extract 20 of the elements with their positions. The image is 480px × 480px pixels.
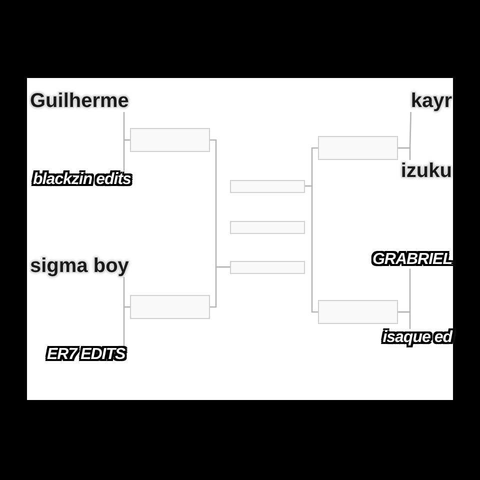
bracket-slot [318, 300, 398, 324]
player-name: GRABRIEL [372, 251, 452, 269]
bracket-slot [230, 221, 305, 234]
bracket-line [305, 185, 318, 313]
player-name: ER7 EDITS [47, 346, 126, 364]
player-name: Guilherme [30, 90, 129, 112]
bracket-line [398, 311, 411, 329]
player-name: blackzin edits [33, 171, 131, 189]
bracket-slot [130, 295, 210, 319]
bracket-slot [230, 261, 305, 274]
bracket-line [123, 139, 130, 171]
bracket-line [123, 306, 130, 346]
bracket-slot [130, 128, 210, 152]
bracket-line [398, 147, 411, 160]
player-name: izuku [400, 160, 452, 182]
player-name: kayr [410, 90, 452, 112]
bracket-slot [230, 180, 305, 193]
bracket-slot [318, 136, 398, 160]
player-name: sigma boy [30, 255, 129, 277]
bracket-line [210, 266, 230, 308]
